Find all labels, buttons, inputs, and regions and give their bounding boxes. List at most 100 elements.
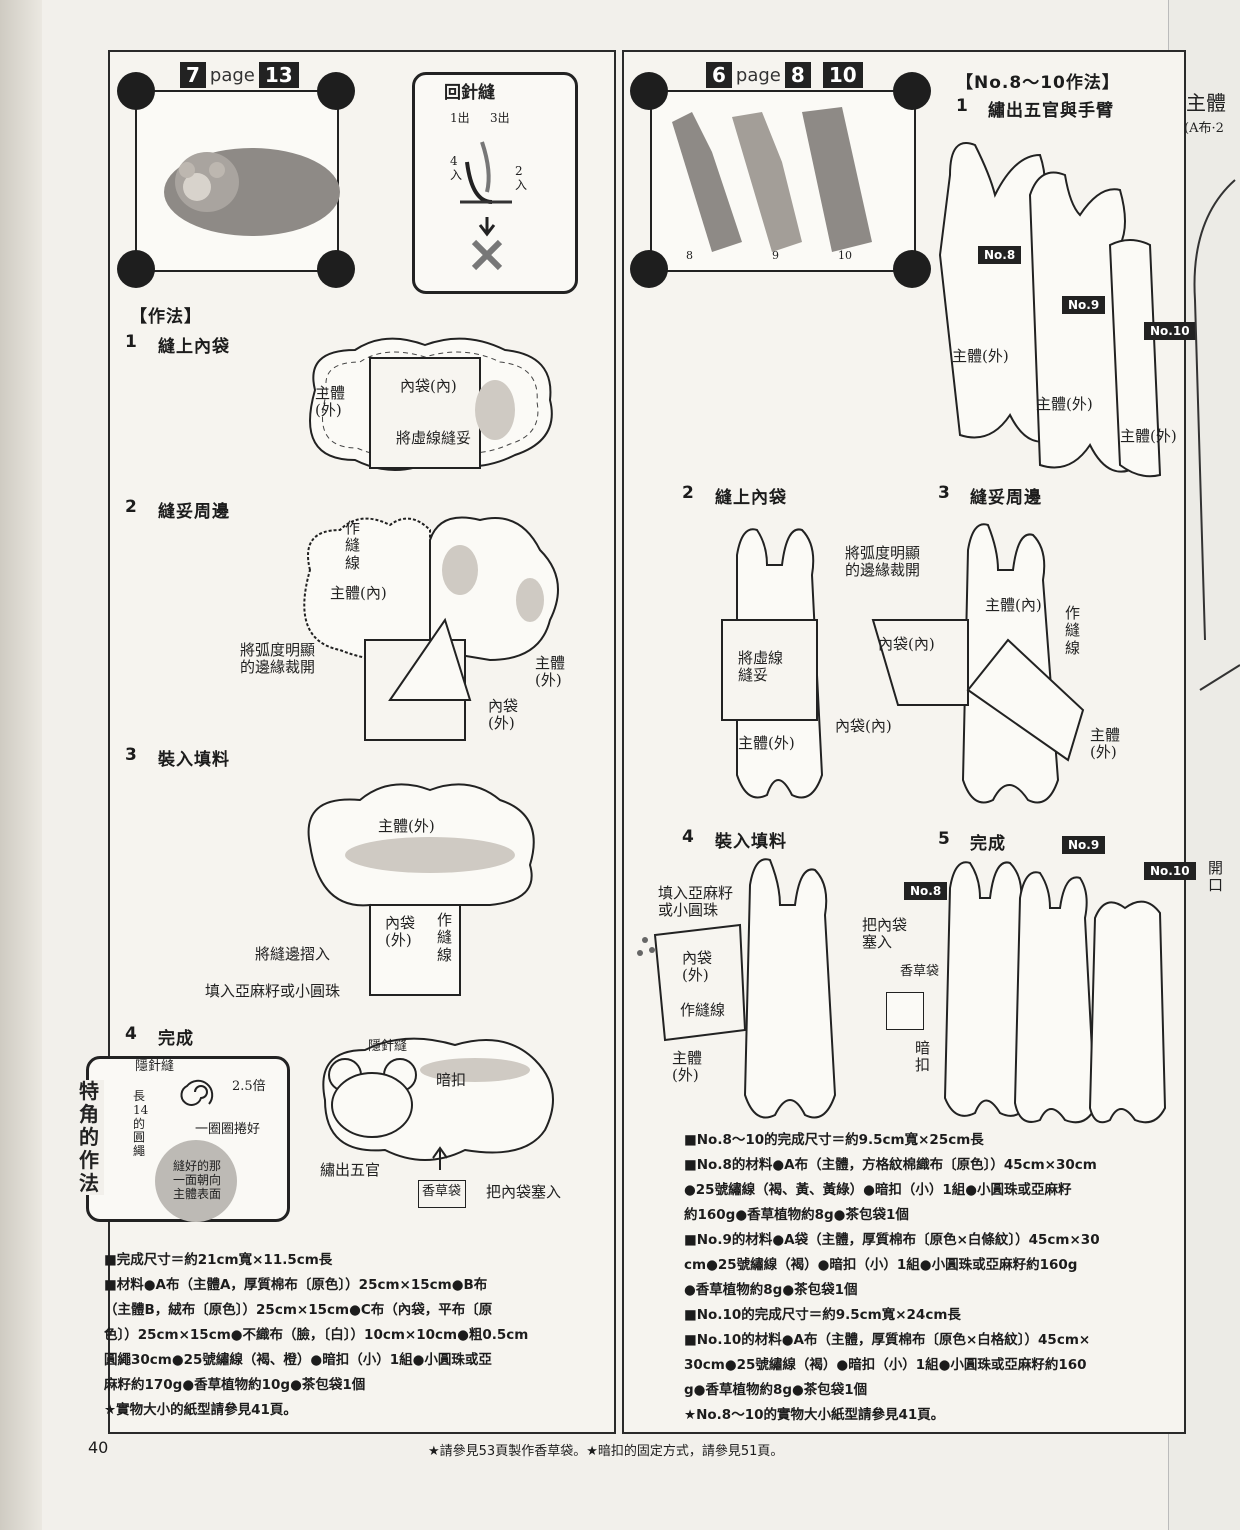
right-materials-line-9: ■No.10的材料●A布（主體，厚質棉布〔原色×白格紋〕）45cm× bbox=[684, 1332, 1091, 1348]
r-step3-label-cut: 將弧度明顯 的邊緣裁開 bbox=[845, 544, 921, 580]
step1-label-pocket: 內袋(內) bbox=[400, 377, 457, 395]
horn-label-coil: 一圈圈捲好 bbox=[195, 1122, 261, 1137]
right-step3-title: 縫妥周邊 bbox=[970, 488, 1042, 508]
backstitch-label-2: 2入 bbox=[515, 164, 528, 192]
left-materials-line-5: 圓繩30cm●25號繡線（褐、橙）●暗扣（小）1組●小圓珠或亞 bbox=[104, 1352, 492, 1368]
horn-coil-icon bbox=[180, 1079, 214, 1106]
backstitch-diagram bbox=[460, 141, 512, 271]
right-step3-num: 3 bbox=[938, 483, 951, 503]
rabbit-cushions-illustration bbox=[672, 107, 872, 252]
step1-no8-badge: No.8 bbox=[978, 246, 1022, 264]
step3-label-fold: 將縫邊摺入 bbox=[255, 945, 331, 963]
sachet-box bbox=[418, 1180, 466, 1208]
step1-no9-badge: No.9 bbox=[1062, 296, 1106, 314]
step4-label-insert: 把內袋塞入 bbox=[486, 1183, 562, 1201]
horn-note: 縫好的那 一面朝向 主體表面 bbox=[172, 1159, 221, 1201]
step2-label-guide: 作 縫 線 bbox=[345, 519, 361, 572]
right-materials-line-2: ■No.8的材料●A布（主體，方格紋棉織布〔原色〕）45cm×30cm bbox=[684, 1157, 1097, 1173]
horn-note-circle bbox=[155, 1140, 237, 1222]
left-step3-num: 3 bbox=[125, 745, 138, 765]
step2-label-main-out: 主體 (外) bbox=[535, 654, 566, 690]
photo-label-10: 10 bbox=[838, 249, 852, 262]
step2-diagram bbox=[303, 516, 559, 741]
step4-label-hidden: 隱針縫 bbox=[368, 1039, 408, 1054]
footer-note: ★請參見53頁製作香草袋。★暗扣的固定方式，請參見51頁。 bbox=[428, 1444, 784, 1459]
left-materials-line-6: 麻籽約170g●香草植物約10g●茶包袋1個 bbox=[104, 1377, 366, 1393]
binding-shadow-left bbox=[0, 0, 42, 1530]
right-step5-title: 完成 bbox=[970, 834, 1006, 854]
right-materials-line-1: ■No.8～10的完成尺寸＝約9.5cm寬×25cm長 bbox=[684, 1132, 984, 1148]
step5-no10-badge: No.10 bbox=[1144, 862, 1196, 880]
photo-corner bbox=[117, 72, 155, 110]
right-step1-num: 1 bbox=[956, 96, 969, 116]
right-step4-title: 裝入填料 bbox=[715, 832, 787, 852]
photo-label-9: 9 bbox=[772, 249, 779, 262]
horn-label-times: 2.5倍 bbox=[232, 1079, 266, 1094]
right-step5-num: 5 bbox=[938, 829, 951, 849]
left-step2-num: 2 bbox=[125, 497, 138, 517]
left-step4-num: 4 bbox=[125, 1024, 138, 1044]
finished-sheep-diagram bbox=[322, 1037, 554, 1170]
r-step5-label-insert: 把內袋 塞入 bbox=[862, 916, 908, 952]
photo-corner bbox=[117, 250, 155, 288]
edge-vertical: 開 口 bbox=[1208, 859, 1224, 895]
right-step2-num: 2 bbox=[682, 483, 695, 503]
right-materials-line-10: 30cm●25號繡線（褐）●暗扣（小）1組●小圓珠或亞麻籽約160 bbox=[684, 1357, 1087, 1373]
left-materials-line-4: 色〕）25cm×15cm●不織布（臉，〔白〕）10cm×10cm●粗0.5cm bbox=[104, 1327, 529, 1343]
horn-side-title: 特角的作法 bbox=[74, 1080, 104, 1195]
page-number: 40 bbox=[88, 1438, 109, 1457]
left-method-heading: 【作法】 bbox=[130, 307, 202, 327]
left-materials-line-3: （主體B，絨布〔原色〕）25cm×15cm●C布（內袋，平布〔原 bbox=[104, 1302, 493, 1318]
right-materials-line-12: ★No.8～10的實物大小紙型請參見41頁。 bbox=[684, 1407, 945, 1423]
right-materials-line-8: ■No.10的完成尺寸＝約9.5cm寬×24cm長 bbox=[684, 1307, 961, 1323]
left-photo bbox=[135, 90, 340, 272]
right-materials: ■No.8～10的完成尺寸＝約9.5cm寬×25cm長 ■No.8的材料●A布（… bbox=[684, 1128, 1100, 1428]
photo-corner bbox=[630, 250, 668, 288]
step2-label-main: 主體(內) bbox=[330, 584, 387, 602]
edge-sub: (A布·2 bbox=[1184, 121, 1224, 136]
step1-label-main-out-1: 主體(外) bbox=[952, 347, 1009, 365]
photo-corner bbox=[317, 72, 355, 110]
r-step4-label-main: 主體 (外) bbox=[672, 1049, 703, 1085]
page-reference: 7 page 13 bbox=[180, 62, 299, 88]
r-step3-label-pocket: 內袋(內) bbox=[878, 635, 935, 653]
right-photo bbox=[650, 90, 916, 272]
backstitch-box bbox=[412, 72, 578, 294]
step3-rabbit-diagram bbox=[871, 523, 1085, 804]
right-materials-line-6: cm●25號繡線（褐）●暗扣（小）1組●小圓珠或亞麻籽約160g bbox=[684, 1257, 1078, 1273]
right-materials-line-11: g●香草植物約8g●茶包袋1個 bbox=[684, 1382, 868, 1398]
backstitch-label-4: 4入 bbox=[450, 154, 463, 182]
step5-no8-badge: No.8 bbox=[904, 882, 948, 900]
step4-rabbit-diagram bbox=[637, 858, 837, 1119]
backstitch-label-3: 3出 bbox=[490, 111, 510, 125]
horn-label-len: 長 14 的 圓 繩 bbox=[133, 1089, 149, 1159]
step1-label-main-out-2: 主體(外) bbox=[1036, 395, 1093, 413]
step4-label-sachet: 香草袋 bbox=[422, 1184, 462, 1199]
right-materials-line-5: ■No.9的材料●A袋（主體，厚質棉布〔原色×白條紋〕）45cm×30 bbox=[684, 1232, 1100, 1248]
r-step4-label-guide: 作縫線 bbox=[680, 1001, 726, 1019]
r-step5-label-sachet: 香草袋 bbox=[900, 964, 940, 979]
photo-corner bbox=[630, 72, 668, 110]
step3-label-fill: 填入亞麻籽或小圓珠 bbox=[205, 982, 341, 1000]
left-materials: ■完成尺寸＝約21cm寬×11.5cm長 ■材料●A布（主體A，厚質棉布〔原色〕… bbox=[104, 1248, 528, 1423]
step1-label-main: 主體 (外) bbox=[315, 384, 346, 420]
left-materials-line-2: ■材料●A布（主體A，厚質棉布〔原色〕）25cm×15cm●B布 bbox=[104, 1277, 488, 1293]
page-ref-a: 7 bbox=[180, 62, 206, 88]
cloud-body-step1 bbox=[309, 337, 553, 471]
r-step4-label-pocket: 內袋 (外) bbox=[682, 949, 713, 985]
left-materials-line-7: ★實物大小的紙型請參見41頁。 bbox=[104, 1402, 297, 1418]
r-step2-label-sew: 將虛線 縫妥 bbox=[738, 649, 784, 685]
page-ref-word: page bbox=[735, 64, 781, 86]
step2-label-cut: 將弧度明顯 的邊緣裁開 bbox=[240, 641, 316, 677]
pattern-edge-lines bbox=[1193, 179, 1240, 691]
r-step3-label-main-out: 主體 (外) bbox=[1090, 726, 1121, 762]
photo-corner bbox=[893, 72, 931, 110]
step4-label-face: 繡出五官 bbox=[320, 1161, 381, 1179]
photo-corner bbox=[317, 250, 355, 288]
r-step2-label-main: 主體(外) bbox=[738, 734, 795, 752]
photo-label-8: 8 bbox=[686, 249, 693, 262]
r-step2-label-pocket: 內袋(內) bbox=[835, 717, 892, 735]
left-step1-title: 縫上內袋 bbox=[158, 337, 230, 357]
r-step3-label-main-in: 主體(內) bbox=[985, 596, 1042, 614]
right-step4-num: 4 bbox=[682, 827, 695, 847]
